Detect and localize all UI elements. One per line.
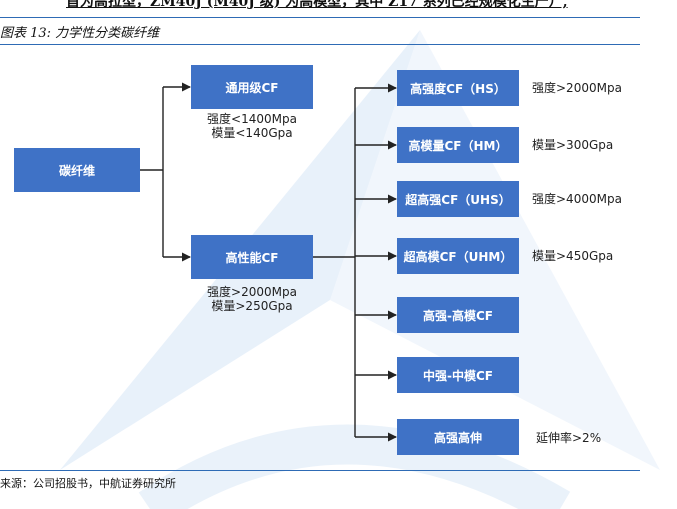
node-general-cf: 通用级CF [191, 65, 313, 109]
node-label: 超高模CF（UHM） [403, 249, 513, 264]
node-label: 超高强CF（UHS） [405, 192, 511, 207]
note-line: 强度<1400Mpa [207, 112, 297, 126]
uhm-note: 模量>450Gpa [532, 249, 614, 263]
arrow-head [182, 252, 191, 262]
node-label: 高强-高模CF [423, 308, 493, 323]
hs-note: 强度>2000Mpa [532, 81, 622, 95]
node-label: 高强高伸 [433, 430, 482, 445]
top-rule [0, 17, 640, 18]
arrow-head [182, 82, 191, 92]
elongation-note: 延伸率>2% [536, 431, 602, 445]
node-high-performance-cf: 高性能CF [191, 235, 313, 279]
note-line: 强度>2000Mpa [207, 285, 297, 299]
general-cf-notes: 强度<1400Mpa 模量<140Gpa [191, 112, 313, 140]
arrow-head [388, 194, 397, 204]
note-line: 模量>250Gpa [211, 299, 293, 313]
node-label: 高模量CF（HM） [408, 138, 508, 153]
arrow-head [388, 251, 397, 261]
arrow-head [388, 140, 397, 150]
high-performance-cf-notes: 强度>2000Mpa 模量>250Gpa [191, 285, 313, 313]
arrow-head [388, 83, 397, 93]
root-label: 碳纤维 [58, 163, 95, 178]
title-rule [0, 44, 640, 45]
arrow-head [388, 370, 397, 380]
node-label: 中强-中模CF [423, 368, 493, 383]
node-label: 高性能CF [225, 250, 279, 265]
node-hm: 高模量CF（HM） [397, 127, 519, 163]
node-medium-strength-medium-modulus: 中强-中模CF [397, 357, 519, 393]
node-hs: 高强度CF（HS） [397, 70, 519, 106]
root-node: 碳纤维 [14, 148, 140, 192]
node-high-strength-high-elongation: 高强高伸 [397, 419, 519, 455]
bottom-rule [0, 470, 640, 471]
uhs-note: 强度>4000Mpa [532, 192, 622, 206]
note-line: 模量<140Gpa [211, 126, 293, 140]
arrow-head [388, 310, 397, 320]
node-uhs: 超高强CF（UHS） [397, 181, 519, 217]
node-uhm: 超高模CF（UHM） [397, 238, 519, 274]
arrow-head [388, 432, 397, 442]
hm-note: 模量>300Gpa [532, 138, 614, 152]
node-label: 高强度CF（HS） [410, 81, 506, 96]
node-label: 通用级CF [225, 80, 279, 95]
node-high-strength-high-modulus: 高强-高模CF [397, 297, 519, 333]
source-note: 来源：公司招股书，中航证券研究所 [0, 477, 176, 490]
header-fragment: 首为高拉型，ZM40J (M40J 级) 为高模型，其中 Z17 系列已经规模化… [66, 0, 568, 10]
figure-title: 图表 13: 力学性分类碳纤维 [0, 26, 160, 41]
